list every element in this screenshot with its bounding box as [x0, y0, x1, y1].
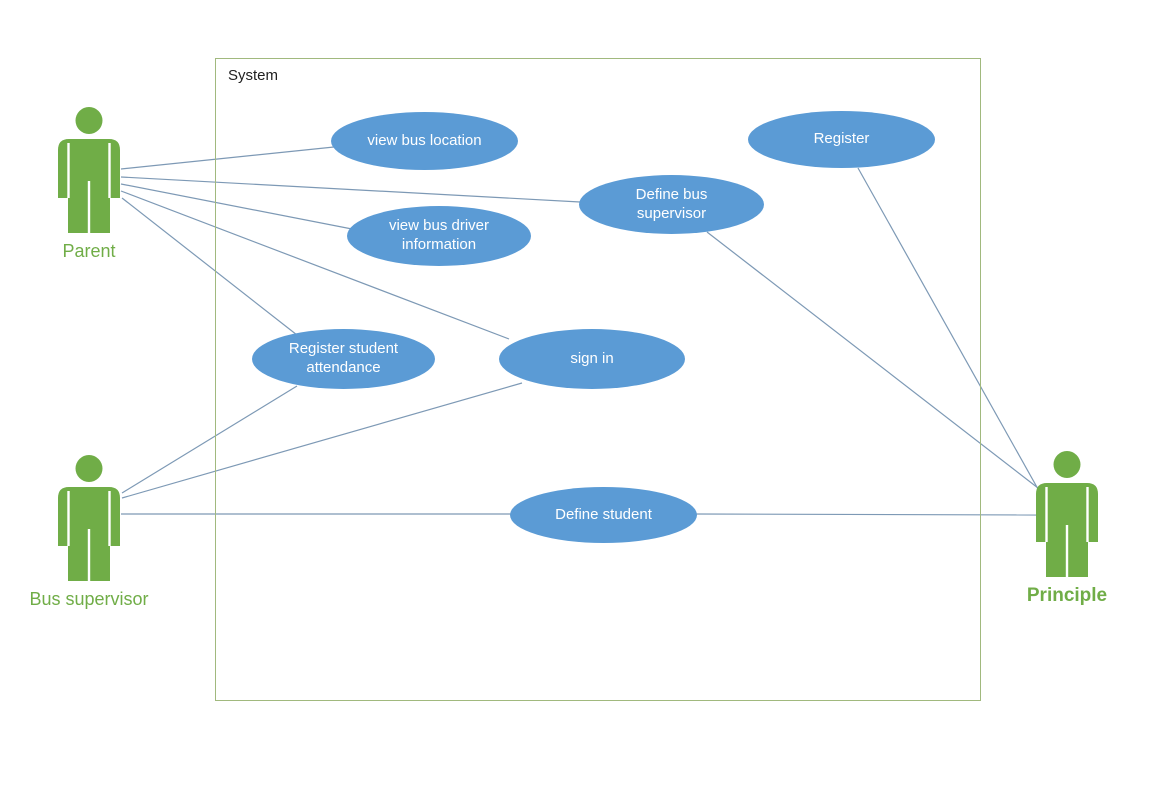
usecase-label: Define bus supervisor: [635, 185, 708, 222]
usecase-label: Define student: [555, 505, 652, 523]
usecase-register[interactable]: Register: [748, 111, 935, 168]
usecase-label: Register: [813, 130, 870, 148]
actor-bus-supervisor[interactable]: Bus supervisor: [14, 455, 164, 610]
actor-label: Bus supervisor: [29, 589, 149, 609]
usecase-label: view bus location: [367, 131, 482, 149]
connector-parent-register-student-attendance: [121, 197, 298, 336]
usecase-label: view bus driver information: [388, 217, 490, 253]
connector-bus-supervisor-sign-in: [121, 382, 523, 499]
actor-parent[interactable]: Parent: [14, 107, 164, 262]
usecase-define-student[interactable]: Define student: [510, 487, 697, 543]
system-label: System: [228, 67, 279, 84]
actor-label: Parent: [62, 241, 116, 261]
connector-bus-supervisor-register-student-attendance: [121, 385, 298, 494]
connector-parent-define-bus-supervisor: [120, 176, 581, 203]
connector-parent-view-bus-location: [120, 146, 335, 170]
usecase-define-bus-supervisor[interactable]: Define bus supervisor: [579, 175, 764, 234]
connector-define-bus-supervisor-principle: [706, 231, 1039, 489]
usecase-label: Register student attendance: [288, 340, 399, 376]
person-figure-icon: [58, 107, 120, 233]
usecase-register-student-attendance[interactable]: Register student attendance: [252, 329, 435, 389]
actor-label: Principle: [1026, 585, 1108, 606]
connector-parent-view-bus-driver-information: [120, 183, 353, 230]
usecase-view-bus-location[interactable]: view bus location: [331, 112, 518, 170]
person-figure-icon: [1036, 451, 1098, 577]
usecase-label: sign in: [570, 349, 614, 367]
usecase-sign-in[interactable]: sign in: [499, 329, 685, 389]
actor-principle[interactable]: Principle: [992, 451, 1142, 607]
connector-parent-sign-in: [120, 190, 510, 340]
usecase-view-bus-driver-information[interactable]: view bus driver information: [347, 206, 531, 266]
system-boundary: System: [215, 58, 981, 701]
connector-register-principle: [857, 167, 1039, 490]
person-figure-icon: [58, 455, 120, 581]
